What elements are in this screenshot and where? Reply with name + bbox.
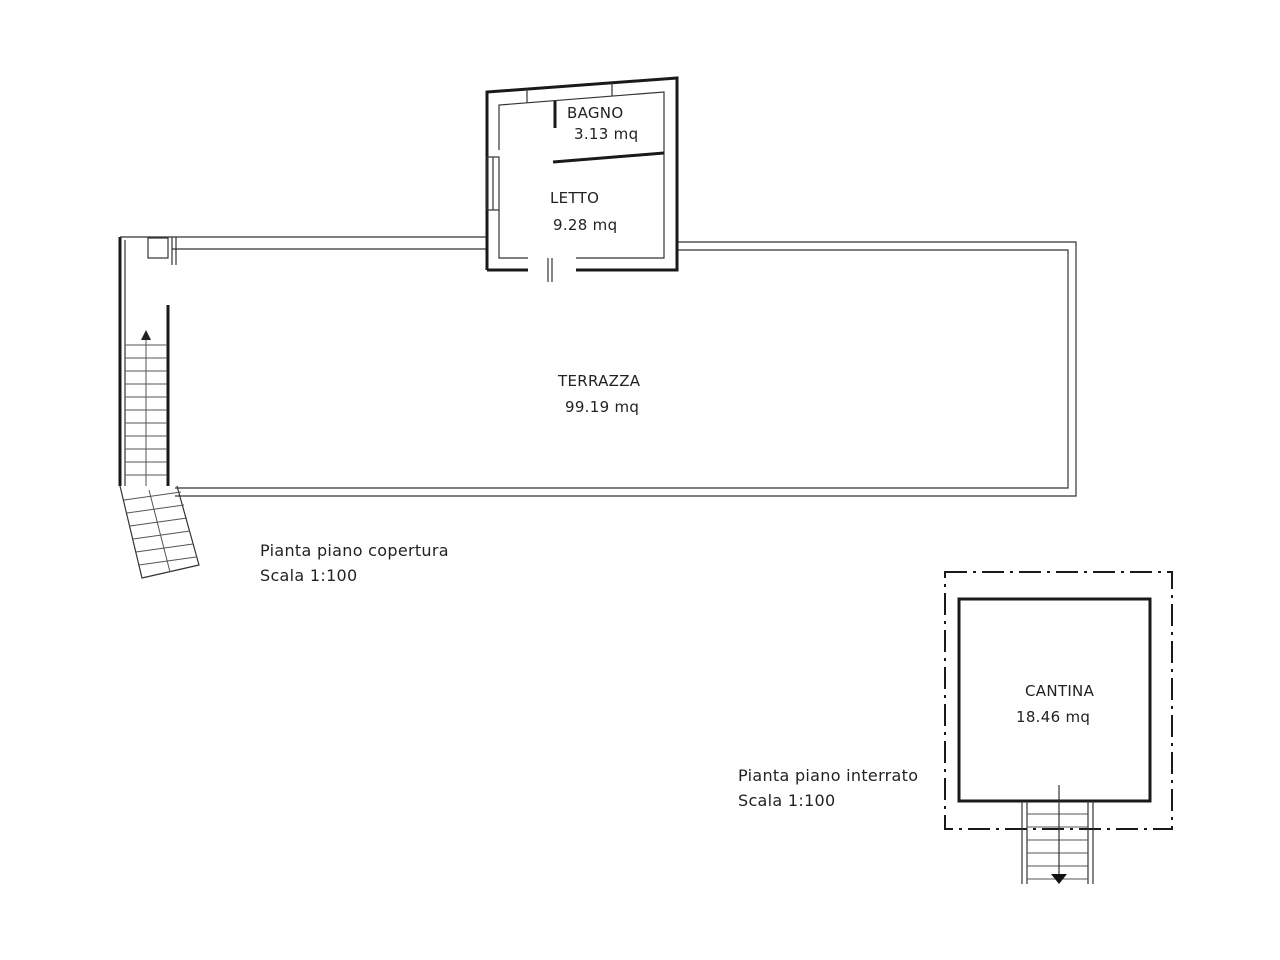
cantina-walls	[957, 597, 1152, 803]
terrazza-label: TERRAZZA	[557, 372, 641, 390]
basement-plan-title: Pianta piano interrato	[738, 766, 918, 785]
stair-roof	[118, 236, 200, 579]
basement-plan-scale: Scala 1:100	[738, 791, 836, 810]
roof-plan: BAGNO 3.13 mq LETTO 9.28 mq TERRAZZA 99.…	[118, 76, 1077, 585]
terrazza-area: 99.19 mq	[565, 398, 639, 416]
terrazza-parapet	[171, 236, 1077, 497]
letto-area: 9.28 mq	[553, 216, 617, 234]
stair-basement	[1021, 785, 1094, 884]
roof-room-block	[485, 76, 679, 282]
cantina-label: CANTINA	[1025, 682, 1095, 700]
roof-plan-title: Pianta piano copertura	[260, 541, 449, 560]
cantina-area: 18.46 mq	[1016, 708, 1090, 726]
bagno-area: 3.13 mq	[574, 125, 638, 143]
letto-label: LETTO	[550, 189, 599, 207]
bagno-label: BAGNO	[567, 104, 623, 122]
basement-plan: CANTINA 18.46 mq Pianta piano interrato …	[738, 571, 1173, 884]
roof-plan-scale: Scala 1:100	[260, 566, 358, 585]
